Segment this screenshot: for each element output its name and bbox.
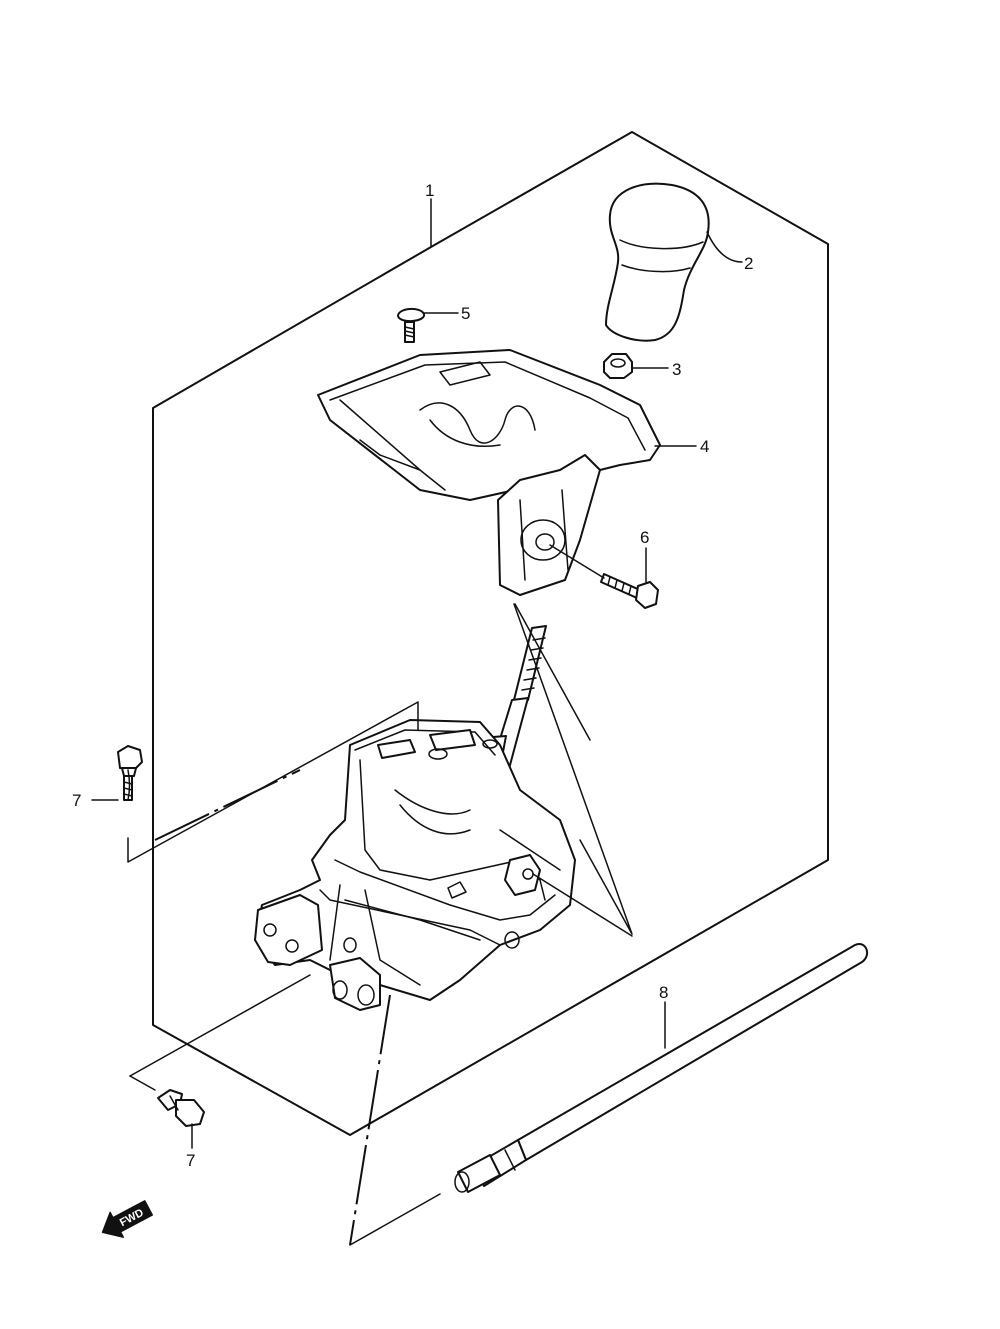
screw-5 (397, 308, 425, 343)
callout-3: 3 (672, 360, 681, 379)
callout-7-upper: 7 (72, 791, 81, 810)
callout-labels: 1 2 3 4 5 6 7 7 8 (72, 181, 753, 1170)
bolt-7-lower (129, 974, 441, 1246)
nut (603, 353, 633, 379)
shifter-base (254, 719, 633, 1011)
control-rod (454, 943, 869, 1193)
callout-5: 5 (461, 304, 470, 323)
callout-7-lower: 7 (186, 1151, 195, 1170)
assembly-outline (152, 131, 829, 1136)
bolt-6 (549, 544, 659, 609)
callout-8: 8 (659, 983, 668, 1002)
callout-1: 1 (425, 181, 434, 200)
assembly-leader-lines (513, 603, 633, 935)
fwd-arrow-icon: FWD (101, 1200, 153, 1238)
bolt-7-upper (117, 701, 419, 863)
indicator-plate (317, 349, 661, 596)
shift-knob (605, 182, 710, 342)
callout-2: 2 (744, 254, 753, 273)
callout-6: 6 (640, 528, 649, 547)
callout-leaders (91, 198, 743, 1149)
callout-4: 4 (700, 437, 709, 456)
